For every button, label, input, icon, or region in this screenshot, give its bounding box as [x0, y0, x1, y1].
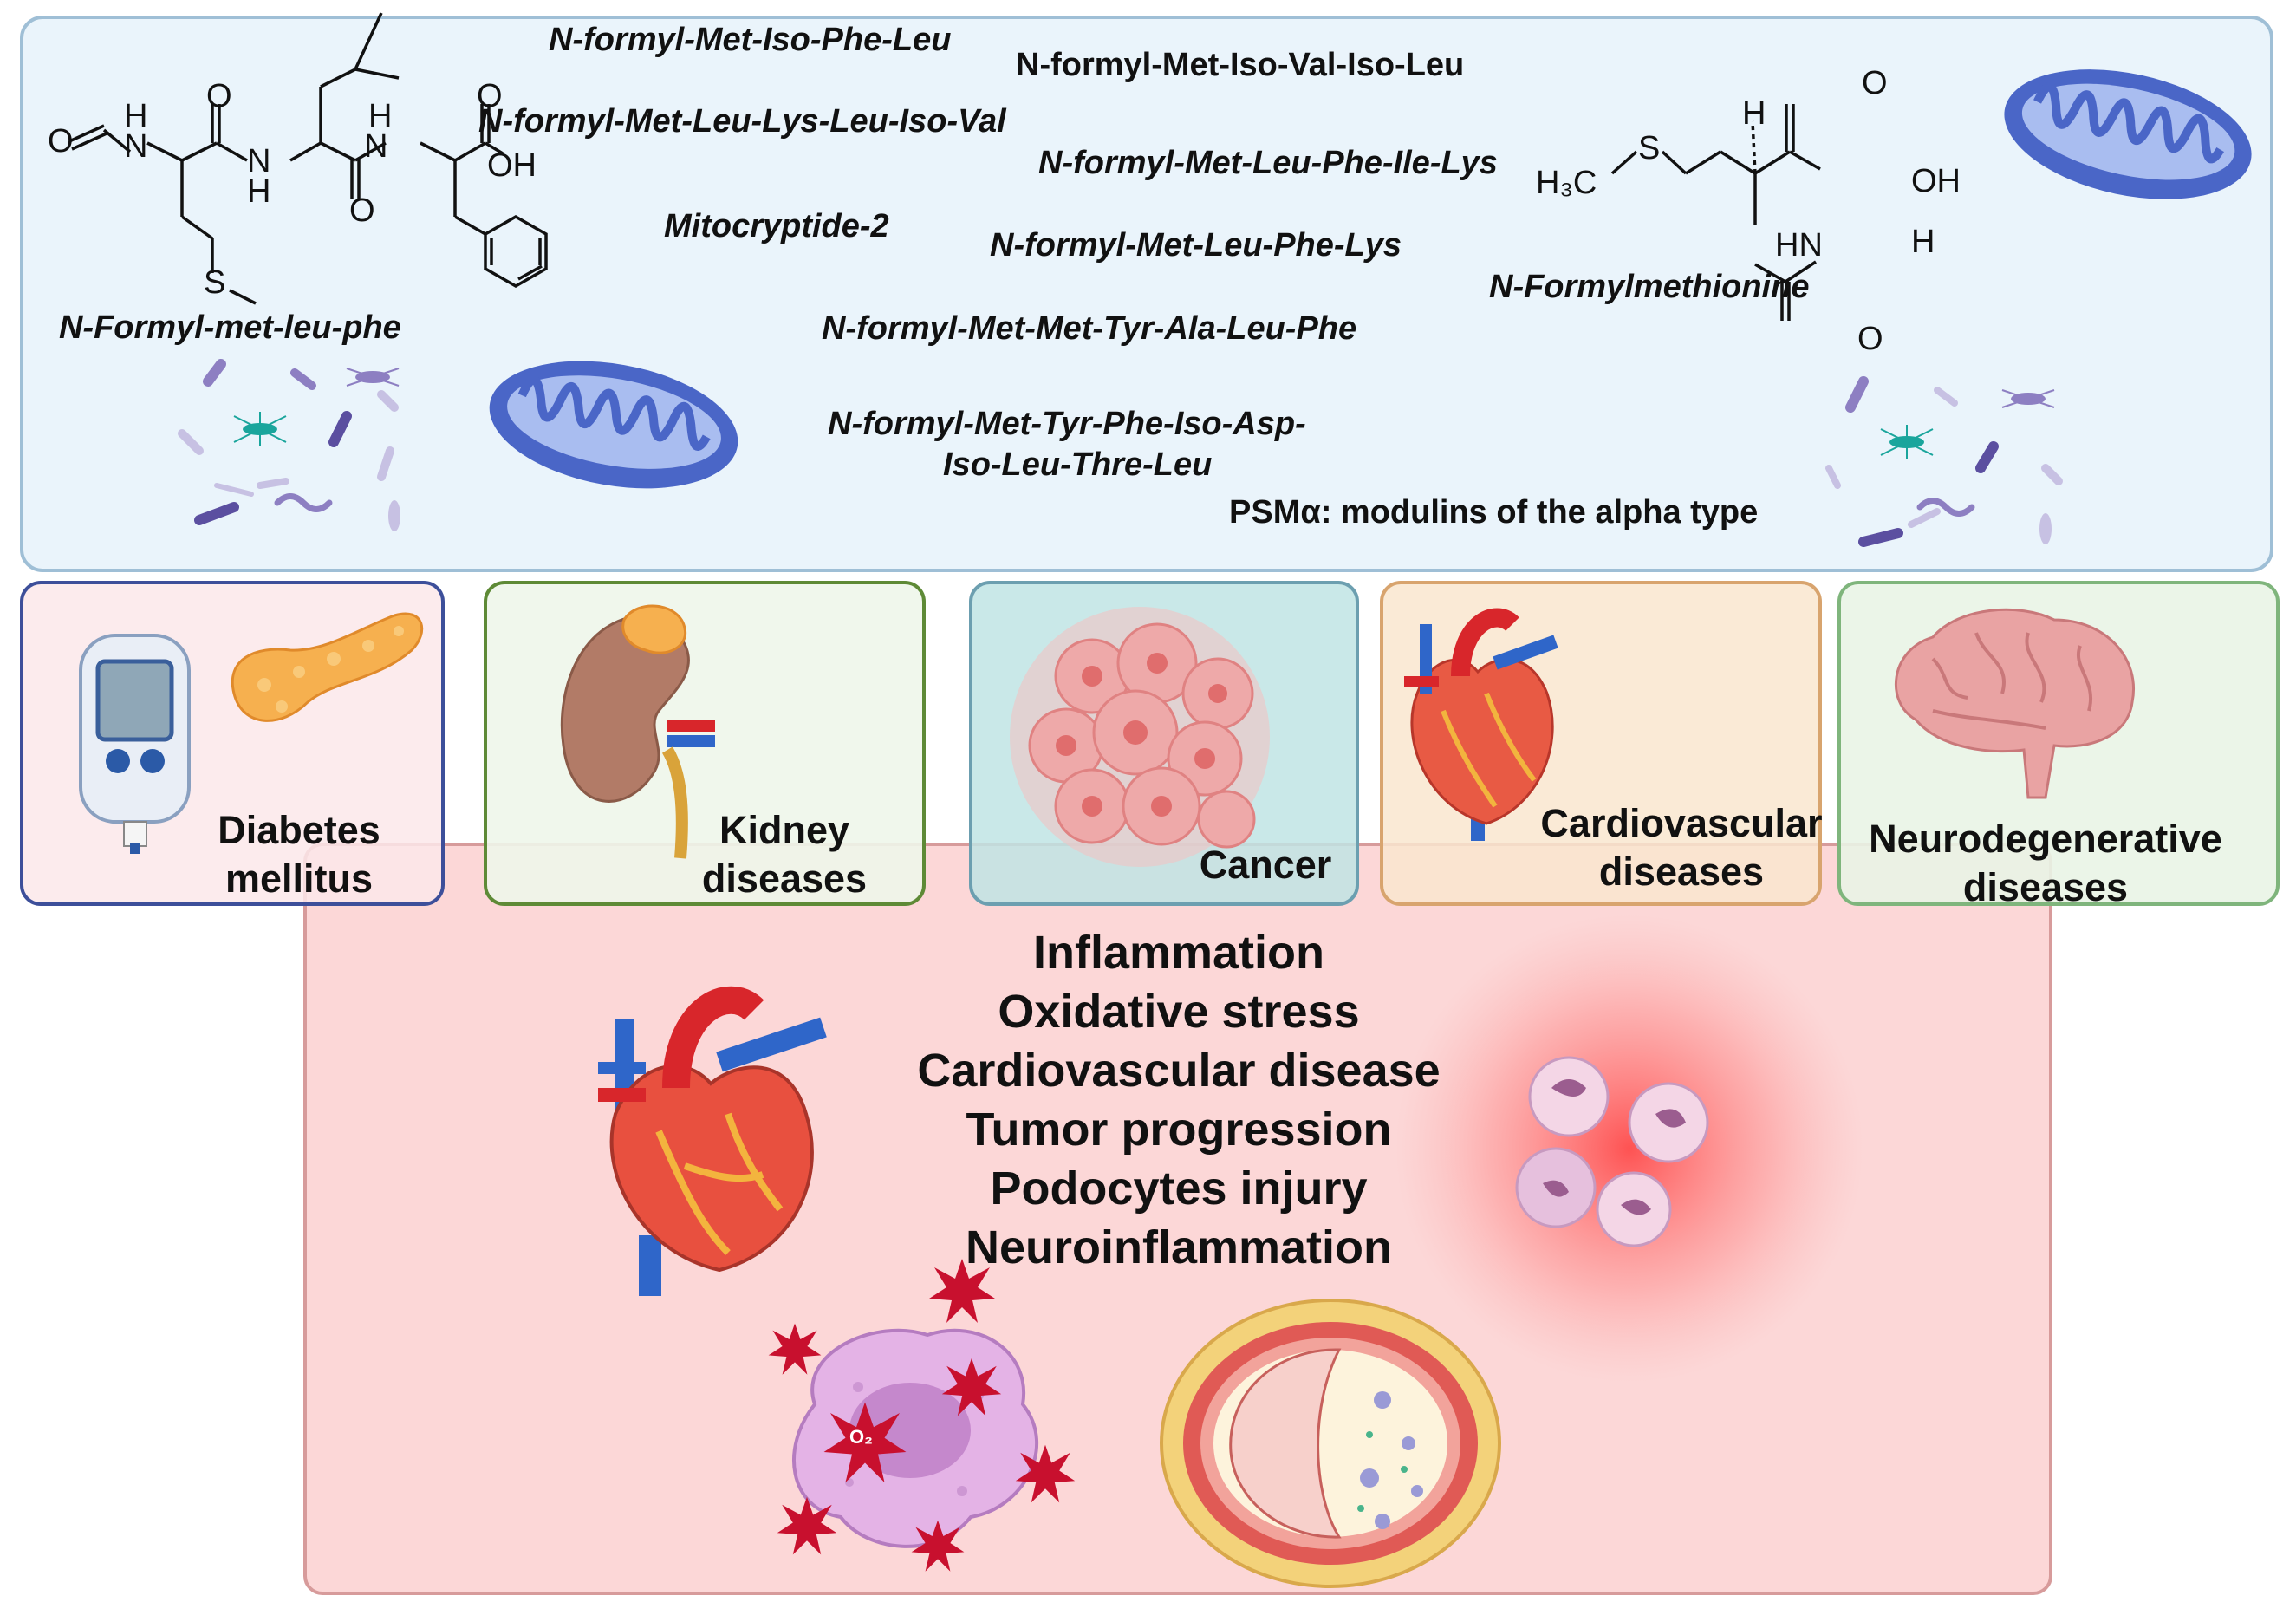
bacteria-icon [178, 359, 400, 531]
brain-icon [1895, 608, 2135, 799]
peptide-label: N-formyl-Met-Iso-Phe-Leu [549, 22, 952, 58]
fmet-atom-h3c: H₃C [1536, 165, 1597, 201]
peptide-label: N-formyl-Met-Iso-Val-Iso-Leu [1016, 47, 1465, 83]
fmlf-atom-o1: O [48, 123, 74, 160]
fmlf-atom-o2: O [206, 78, 232, 114]
heart-icon [1404, 608, 1558, 841]
fmet-atom-o: O [1862, 65, 1888, 101]
peptide-label: N-formyl-Met-Leu-Lys-Leu-Iso-Val [478, 103, 1006, 140]
neurodegenerative-label-line1: Neurodegenerative [1869, 817, 2222, 861]
glucometer-icon [79, 634, 191, 854]
effect-item: Cardiovascular disease [917, 1045, 1441, 1097]
peptide-label: Iso-Leu-Thre-Leu [943, 446, 1213, 483]
fmlf-atom-oh: OH [487, 147, 537, 184]
fmet-structure [1610, 104, 1821, 321]
peptide-label: Mitocryptide-2 [664, 208, 889, 244]
ros-icon [777, 1496, 837, 1555]
effect-item: Inflammation [1032, 927, 1325, 979]
kidney-label: Kidney diseases [685, 806, 884, 903]
cardiovascular-label-line2: diseases [1598, 850, 1765, 894]
heart-icon [598, 986, 827, 1296]
fmlf-name: N-Formyl-met-leu-phe [59, 309, 401, 346]
ros-icon [823, 1402, 907, 1482]
ros-icon [941, 1358, 1002, 1416]
mitochondria-icon [489, 361, 738, 489]
peptide-label: N-formyl-Met-Tyr-Phe-Iso-Asp- [828, 406, 1306, 442]
neurodegenerative-label-line2: diseases [1962, 865, 2129, 909]
fmet-atom-h-right: H [1911, 224, 1935, 260]
effect-item: Oxidative stress [998, 986, 1360, 1038]
ros-icon [911, 1520, 965, 1572]
neurodegenerative-label: Neurodegenerative diseases [1846, 815, 2245, 912]
peptide-label: N-formyl-Met-Leu-Phe-Lys [990, 227, 1402, 264]
cardiovascular-label-line1: Cardiovascular [1540, 801, 1823, 845]
peptide-label: N-formyl-Met-Met-Tyr-Ala-Leu-Phe [822, 310, 1357, 347]
effect-item: Podocytes injury [990, 1162, 1368, 1215]
fmet-atom-o-bottom: O [1857, 321, 1883, 357]
effect-item: Neuroinflammation [965, 1221, 1393, 1273]
cancer-label: Cancer [1161, 841, 1369, 889]
kidney-label-line2: diseases [701, 856, 868, 901]
fmlf-atom-o3: O [349, 192, 375, 229]
fmlf-atom-h3: H [368, 98, 393, 134]
kidney-icon [560, 604, 715, 859]
fmlf-atom-n1: N [124, 128, 148, 165]
pancreas-icon [231, 612, 424, 722]
effect-item: Tumor progression [966, 1104, 1392, 1156]
diabetes-label-line2: mellitus [224, 856, 374, 901]
fmet-atom-hn: HN [1775, 227, 1823, 264]
neutrophils-icon [1395, 915, 1863, 1383]
ros-icon [768, 1323, 822, 1375]
fmlf-atom-h1: H [124, 98, 148, 134]
fmlf-atom-n3: N [364, 128, 388, 165]
fmlf-atom-o4: O [477, 78, 503, 114]
fmlf-atom-h2: H [247, 173, 271, 210]
artery-cross-section-icon [1160, 1299, 1501, 1588]
fmlf-structure [68, 12, 548, 305]
effects-list: Inflammation Oxidative stress Cardiovasc… [823, 923, 1534, 1277]
fmet-atom-oh: OH [1911, 163, 1961, 199]
tumor-cells-icon [1010, 607, 1270, 867]
bacteria-icon [1825, 376, 2063, 547]
cardiovascular-label: Cardiovascular diseases [1534, 799, 1829, 896]
psm-label: PSMα: modulins of the alpha type [1229, 494, 1759, 531]
peptide-label: N-formyl-Met-Leu-Phe-Ile-Lys [1038, 145, 1498, 181]
mitochondria-icon [2004, 69, 2252, 199]
diabetes-label-line1: Diabetes [218, 808, 380, 852]
ros-icon [1015, 1444, 1076, 1503]
ros-icon [929, 1259, 995, 1323]
ros-label: O₂ [849, 1426, 873, 1448]
formyl-peptides-panel [20, 16, 2273, 572]
fmet-atom-h: H [1742, 95, 1766, 132]
fmlf-atom-s: S [204, 264, 226, 301]
fmet-name: N-Formylmethionine [1489, 269, 1810, 305]
cancer-label-line1: Cancer [1199, 843, 1332, 887]
fmlf-atom-n2: N [247, 143, 271, 179]
diabetes-label: Diabetes mellitus [199, 806, 399, 903]
fmet-atom-s: S [1638, 130, 1661, 166]
kidney-label-line1: Kidney [719, 808, 850, 852]
